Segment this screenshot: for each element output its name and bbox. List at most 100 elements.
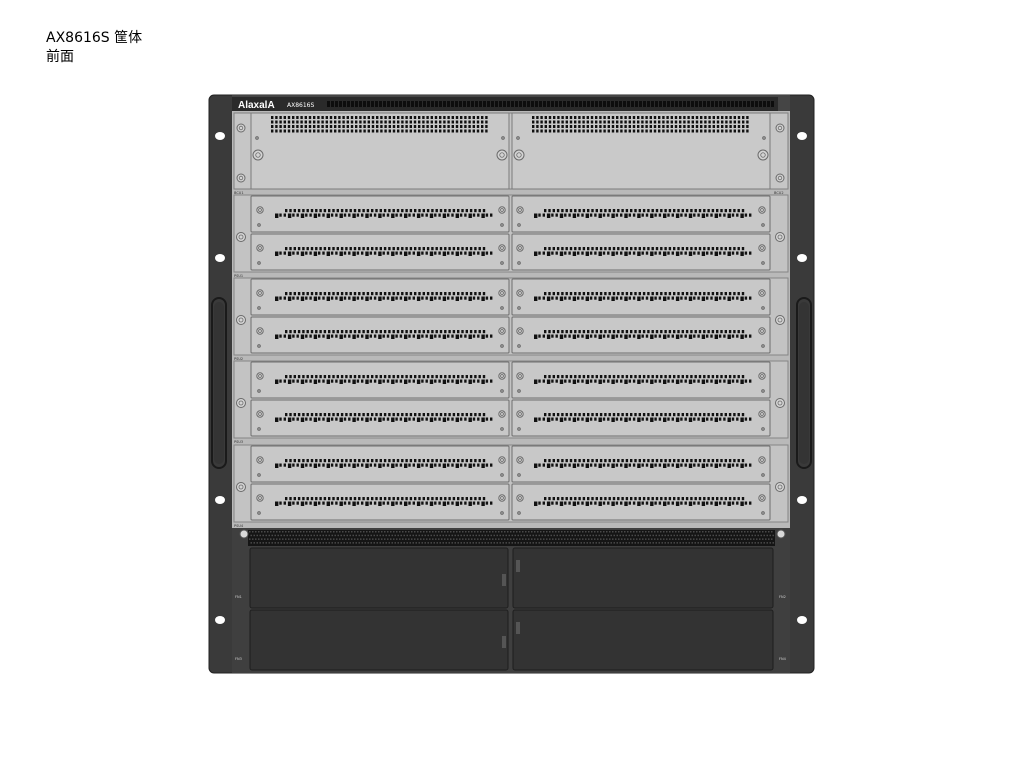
vent-slot	[347, 101, 350, 107]
vent-slot	[637, 125, 640, 128]
vent-slot	[673, 247, 676, 251]
vent-slot	[297, 497, 301, 501]
vent-slot	[317, 125, 320, 128]
vent-slot	[675, 296, 680, 301]
vent-slot	[413, 125, 417, 128]
vent-slot	[459, 251, 463, 255]
vent-slot	[439, 129, 442, 133]
vent-slot	[366, 292, 370, 296]
fan-vent-hole	[421, 534, 423, 537]
fan-vent-hole	[334, 542, 336, 544]
vent-slot	[621, 330, 624, 334]
vent-slot	[731, 296, 735, 300]
vent-slot	[582, 129, 585, 133]
vent-slot	[439, 247, 443, 251]
vent-slot	[414, 413, 417, 417]
screw-head	[258, 208, 262, 212]
vent-slot	[568, 379, 571, 383]
vent-slot	[439, 101, 442, 107]
vent-slot	[645, 125, 648, 128]
vent-slot	[405, 116, 408, 119]
vent-slot	[392, 125, 396, 128]
vent-slot	[431, 209, 434, 213]
fan-vent-hole	[267, 531, 269, 533]
vent-slot	[313, 129, 316, 133]
vent-slot	[743, 101, 746, 107]
vent-slot	[326, 213, 330, 218]
fan-vent-hole	[699, 531, 701, 533]
fan-vent-hole	[492, 531, 494, 533]
vent-slot	[426, 247, 430, 251]
vent-slot	[668, 459, 672, 463]
vent-slot	[647, 459, 650, 463]
vent-slot	[582, 497, 586, 501]
vent-slot	[625, 497, 629, 501]
fan-vent-hole	[366, 531, 368, 533]
fan-vent-hole	[466, 534, 468, 537]
vent-slot	[349, 497, 352, 501]
vent-slot	[664, 209, 667, 213]
fan-vent-hole	[660, 538, 662, 540]
vent-slot	[474, 497, 477, 501]
fan-vent-hole	[664, 542, 666, 544]
vent-slot	[371, 116, 375, 119]
vent-slot	[310, 292, 314, 296]
fan-vent-hole	[625, 534, 627, 537]
vent-slot	[336, 247, 339, 251]
vent-slot	[534, 463, 538, 468]
fan-vent-hole	[546, 531, 548, 533]
fan-vent-hole	[726, 531, 728, 533]
fan-vent-hole	[309, 531, 311, 533]
vent-slot	[353, 292, 357, 296]
vent-slot	[482, 330, 486, 334]
vent-slot	[677, 247, 680, 251]
vent-slot	[731, 501, 735, 505]
vent-slot	[305, 417, 308, 421]
vent-slot	[382, 501, 385, 505]
vent-slot	[602, 296, 606, 300]
vent-slot	[577, 213, 580, 217]
vent-slot	[641, 296, 644, 300]
fan-vent-hole	[387, 531, 389, 533]
vent-slot	[375, 209, 378, 213]
vent-slot	[343, 379, 347, 383]
vent-slot	[561, 209, 564, 213]
vent-slot	[727, 334, 731, 339]
vent-slot	[749, 417, 752, 421]
vent-slot	[556, 292, 560, 296]
vent-slot	[302, 459, 305, 463]
vent-slot	[367, 120, 370, 124]
vent-slot	[574, 375, 577, 379]
vent-slot	[371, 497, 374, 501]
led-indicator	[517, 261, 521, 265]
vent-slot	[310, 375, 314, 379]
screw-head	[258, 412, 262, 416]
vent-slot	[603, 120, 606, 124]
vent-slot	[300, 296, 305, 301]
fan-vent-hole	[757, 542, 759, 544]
vent-slot	[346, 120, 349, 124]
fan-vent-hole	[336, 538, 338, 540]
vent-slot	[408, 213, 411, 217]
vent-slot	[335, 101, 338, 107]
vent-slot	[577, 417, 580, 421]
fan-vent-hole	[759, 538, 761, 540]
vent-slot	[309, 417, 312, 421]
vent-slot	[464, 501, 467, 505]
vent-slot	[457, 375, 460, 379]
vent-slot	[535, 101, 538, 107]
left-handle	[211, 297, 227, 469]
fan-vent-hole	[591, 538, 593, 540]
fan-vent-hole	[499, 534, 501, 537]
vent-slot	[352, 213, 356, 218]
vent-slot	[667, 417, 670, 421]
vent-slot	[358, 330, 361, 334]
vent-slot	[332, 209, 335, 213]
vent-slot	[673, 292, 676, 296]
vent-slot	[724, 247, 727, 251]
screw-head	[500, 208, 504, 212]
vent-slot	[289, 375, 292, 379]
fan-vent-hole	[745, 534, 747, 537]
fan-vent-hole	[328, 534, 330, 537]
fan-vent-hole	[643, 542, 645, 544]
